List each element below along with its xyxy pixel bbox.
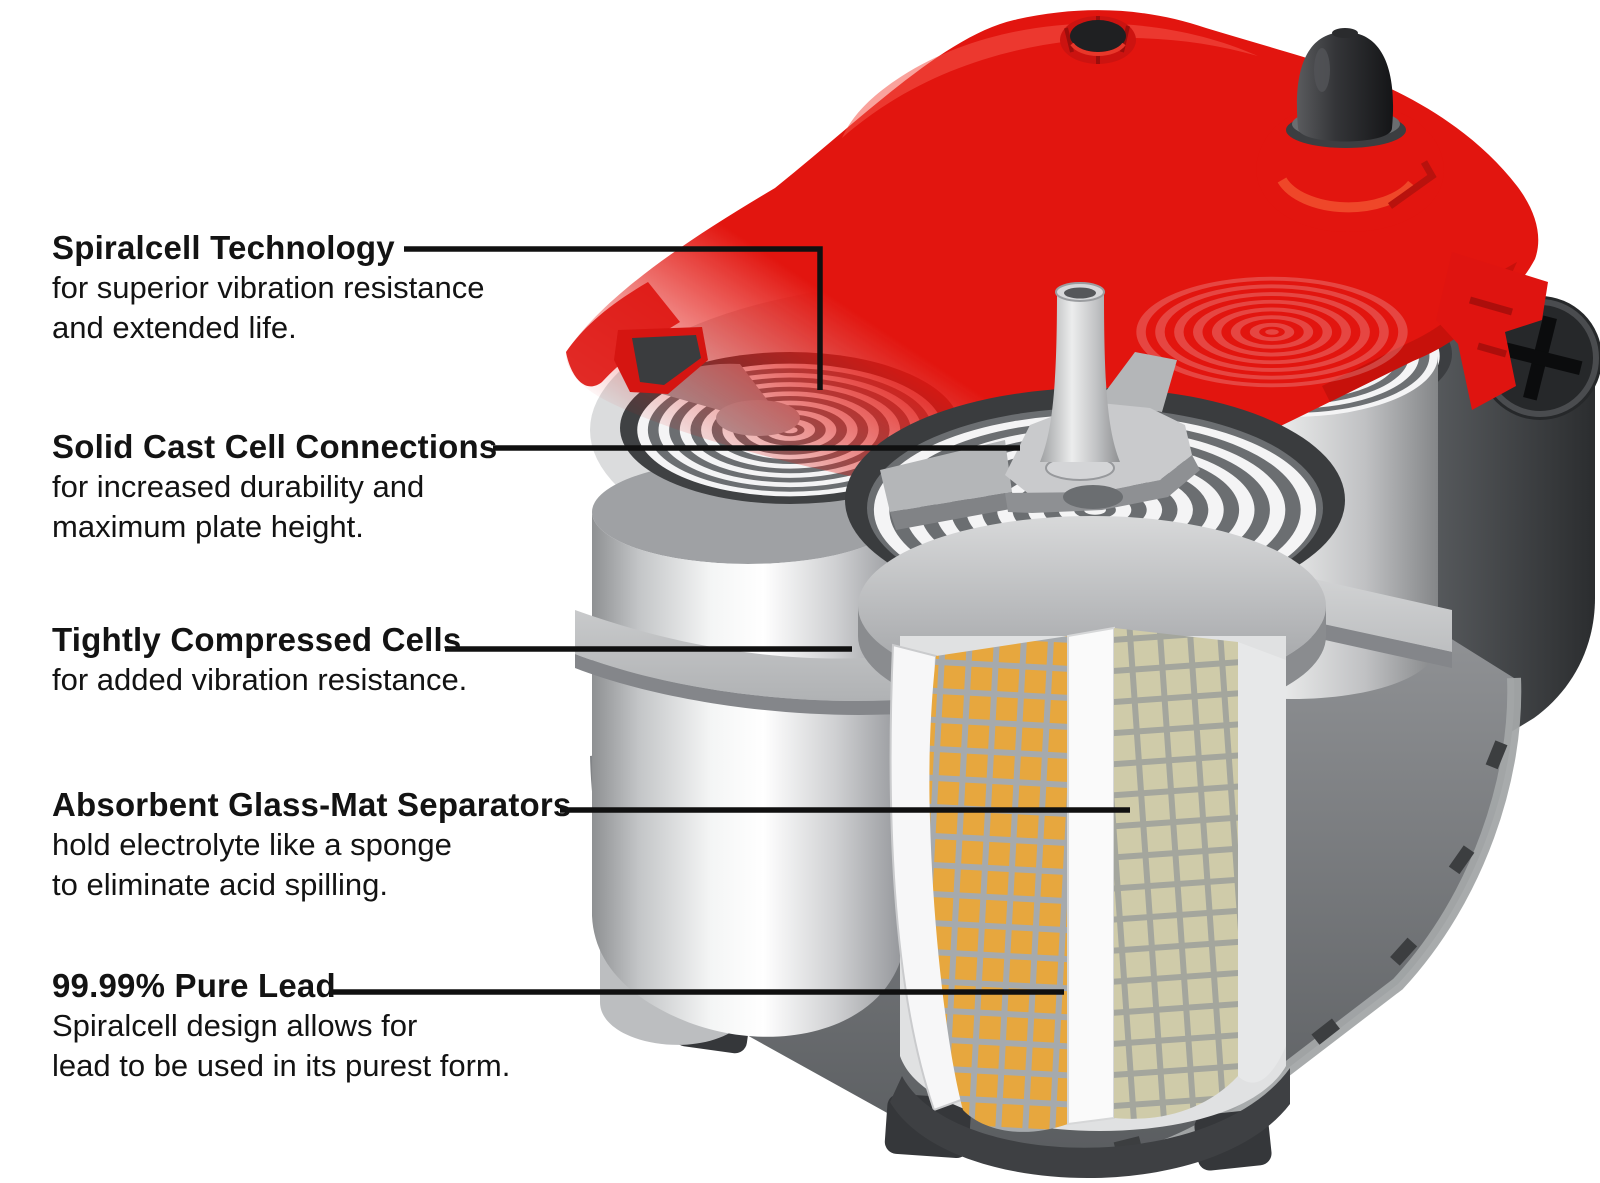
leader-lines	[330, 246, 1130, 995]
callout-tightly-compressed-cells: Tightly Compressed Cells for added vibra…	[52, 620, 467, 700]
callout-text-line: for superior vibration resistance	[52, 270, 485, 305]
terminal-post	[1286, 28, 1406, 148]
callout-text-line: hold electrolyte like a sponge	[52, 827, 452, 862]
brand-emblem	[1436, 252, 1548, 410]
red-top-left-tab-notch	[632, 335, 701, 385]
callout-text-line: lead to be used in its purest form.	[52, 1048, 511, 1083]
callout-text-line: maximum plate height.	[52, 509, 364, 544]
callout-title: Tightly Compressed Cells	[52, 621, 462, 658]
cutaway-cell-bottom	[890, 1068, 1290, 1179]
ghost-spiral-rings	[1141, 279, 1403, 386]
glass-mat	[1114, 628, 1238, 1119]
callout-text-line: for added vibration resistance.	[52, 662, 468, 697]
vent-tube	[1040, 282, 1120, 481]
callout-title: 99.99% Pure Lead	[52, 967, 336, 1004]
callout-title: Solid Cast Cell Connections	[52, 428, 498, 465]
cutaway-shell-right	[1238, 642, 1286, 1083]
callout-spiralcell-technology: Spiralcell Technology for superior vibra…	[52, 228, 484, 348]
cutaway-cell	[858, 516, 1326, 1179]
callout-text-line: Spiralcell design allows for	[52, 1008, 418, 1043]
separator	[1067, 626, 1115, 1126]
callout-pure-lead: 99.99% Pure Lead Spiralcell design allow…	[52, 966, 510, 1086]
leader-line-spiralcell	[404, 246, 823, 390]
callout-absorbent-glass-mat-separators: Absorbent Glass-Mat Separators hold elec…	[52, 785, 571, 905]
lead-grid	[929, 636, 1068, 1132]
callout-text-line: and extended life.	[52, 310, 297, 345]
callout-solid-cast-cell-connections: Solid Cast Cell Connections for increase…	[52, 427, 497, 547]
callout-title: Absorbent Glass-Mat Separators	[52, 786, 572, 823]
callout-text-line: for increased durability and	[52, 469, 425, 504]
front-left-cell	[592, 460, 904, 1037]
callout-text-line: to eliminate acid spilling.	[52, 867, 389, 902]
filler-cap	[1060, 16, 1136, 64]
callout-title: Spiralcell Technology	[52, 229, 395, 266]
